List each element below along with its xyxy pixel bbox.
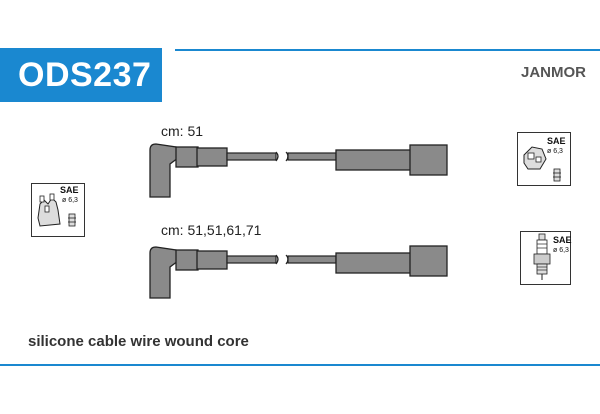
product-description: silicone cable wire wound core — [28, 333, 249, 350]
ignition-coil-icon — [523, 146, 561, 182]
cable-2-straight-boot — [335, 252, 412, 274]
cable-2-break — [275, 254, 289, 265]
footer-rule — [0, 364, 600, 366]
cable-2-boot-collar — [196, 250, 228, 270]
diameter-label: ø 6,3 — [553, 247, 569, 254]
cable-1-boot-sleeve — [175, 146, 199, 168]
distributor-cap-icon — [37, 193, 76, 227]
cable-2-wire-left — [226, 255, 277, 264]
cable-2 — [149, 245, 448, 299]
spark-plug-icon — [533, 233, 551, 280]
cable-1 — [149, 143, 448, 198]
cable-1-wire-right — [287, 152, 337, 161]
ignition-coil-connector: SAE ø 6,3 — [517, 132, 571, 186]
cable-2-boot-sleeve — [175, 249, 199, 271]
distributor-cap-connector: SAE ø 6,3 — [31, 183, 85, 237]
header-rule — [175, 49, 600, 51]
sae-label: SAE — [547, 136, 566, 146]
product-code: ODS237 — [0, 48, 162, 102]
sae-label: SAE — [553, 235, 572, 245]
diameter-label: ø 6,3 — [547, 148, 563, 155]
cable-length-2: cm: 51,51,61,71 — [161, 222, 262, 238]
cable-length-1: cm: 51 — [161, 123, 204, 139]
cable-2-wire-right — [287, 255, 337, 264]
cable-1-angled-boot — [149, 143, 179, 198]
cable-1-straight-boot — [335, 149, 412, 171]
sae-label: SAE — [60, 185, 79, 195]
diameter-label: ø 6,3 — [62, 197, 78, 204]
cable-1-wire-left — [226, 152, 277, 161]
cable-2-straight-cap — [409, 245, 448, 277]
spark-plug-connector: SAE ø 6,3 — [520, 231, 572, 285]
cable-1-boot-collar — [196, 147, 228, 167]
cable-1-break — [275, 151, 289, 162]
cable-2-angled-boot — [149, 246, 179, 299]
cable-1-straight-cap — [409, 144, 448, 176]
brand-name: JANMOR — [520, 64, 586, 81]
